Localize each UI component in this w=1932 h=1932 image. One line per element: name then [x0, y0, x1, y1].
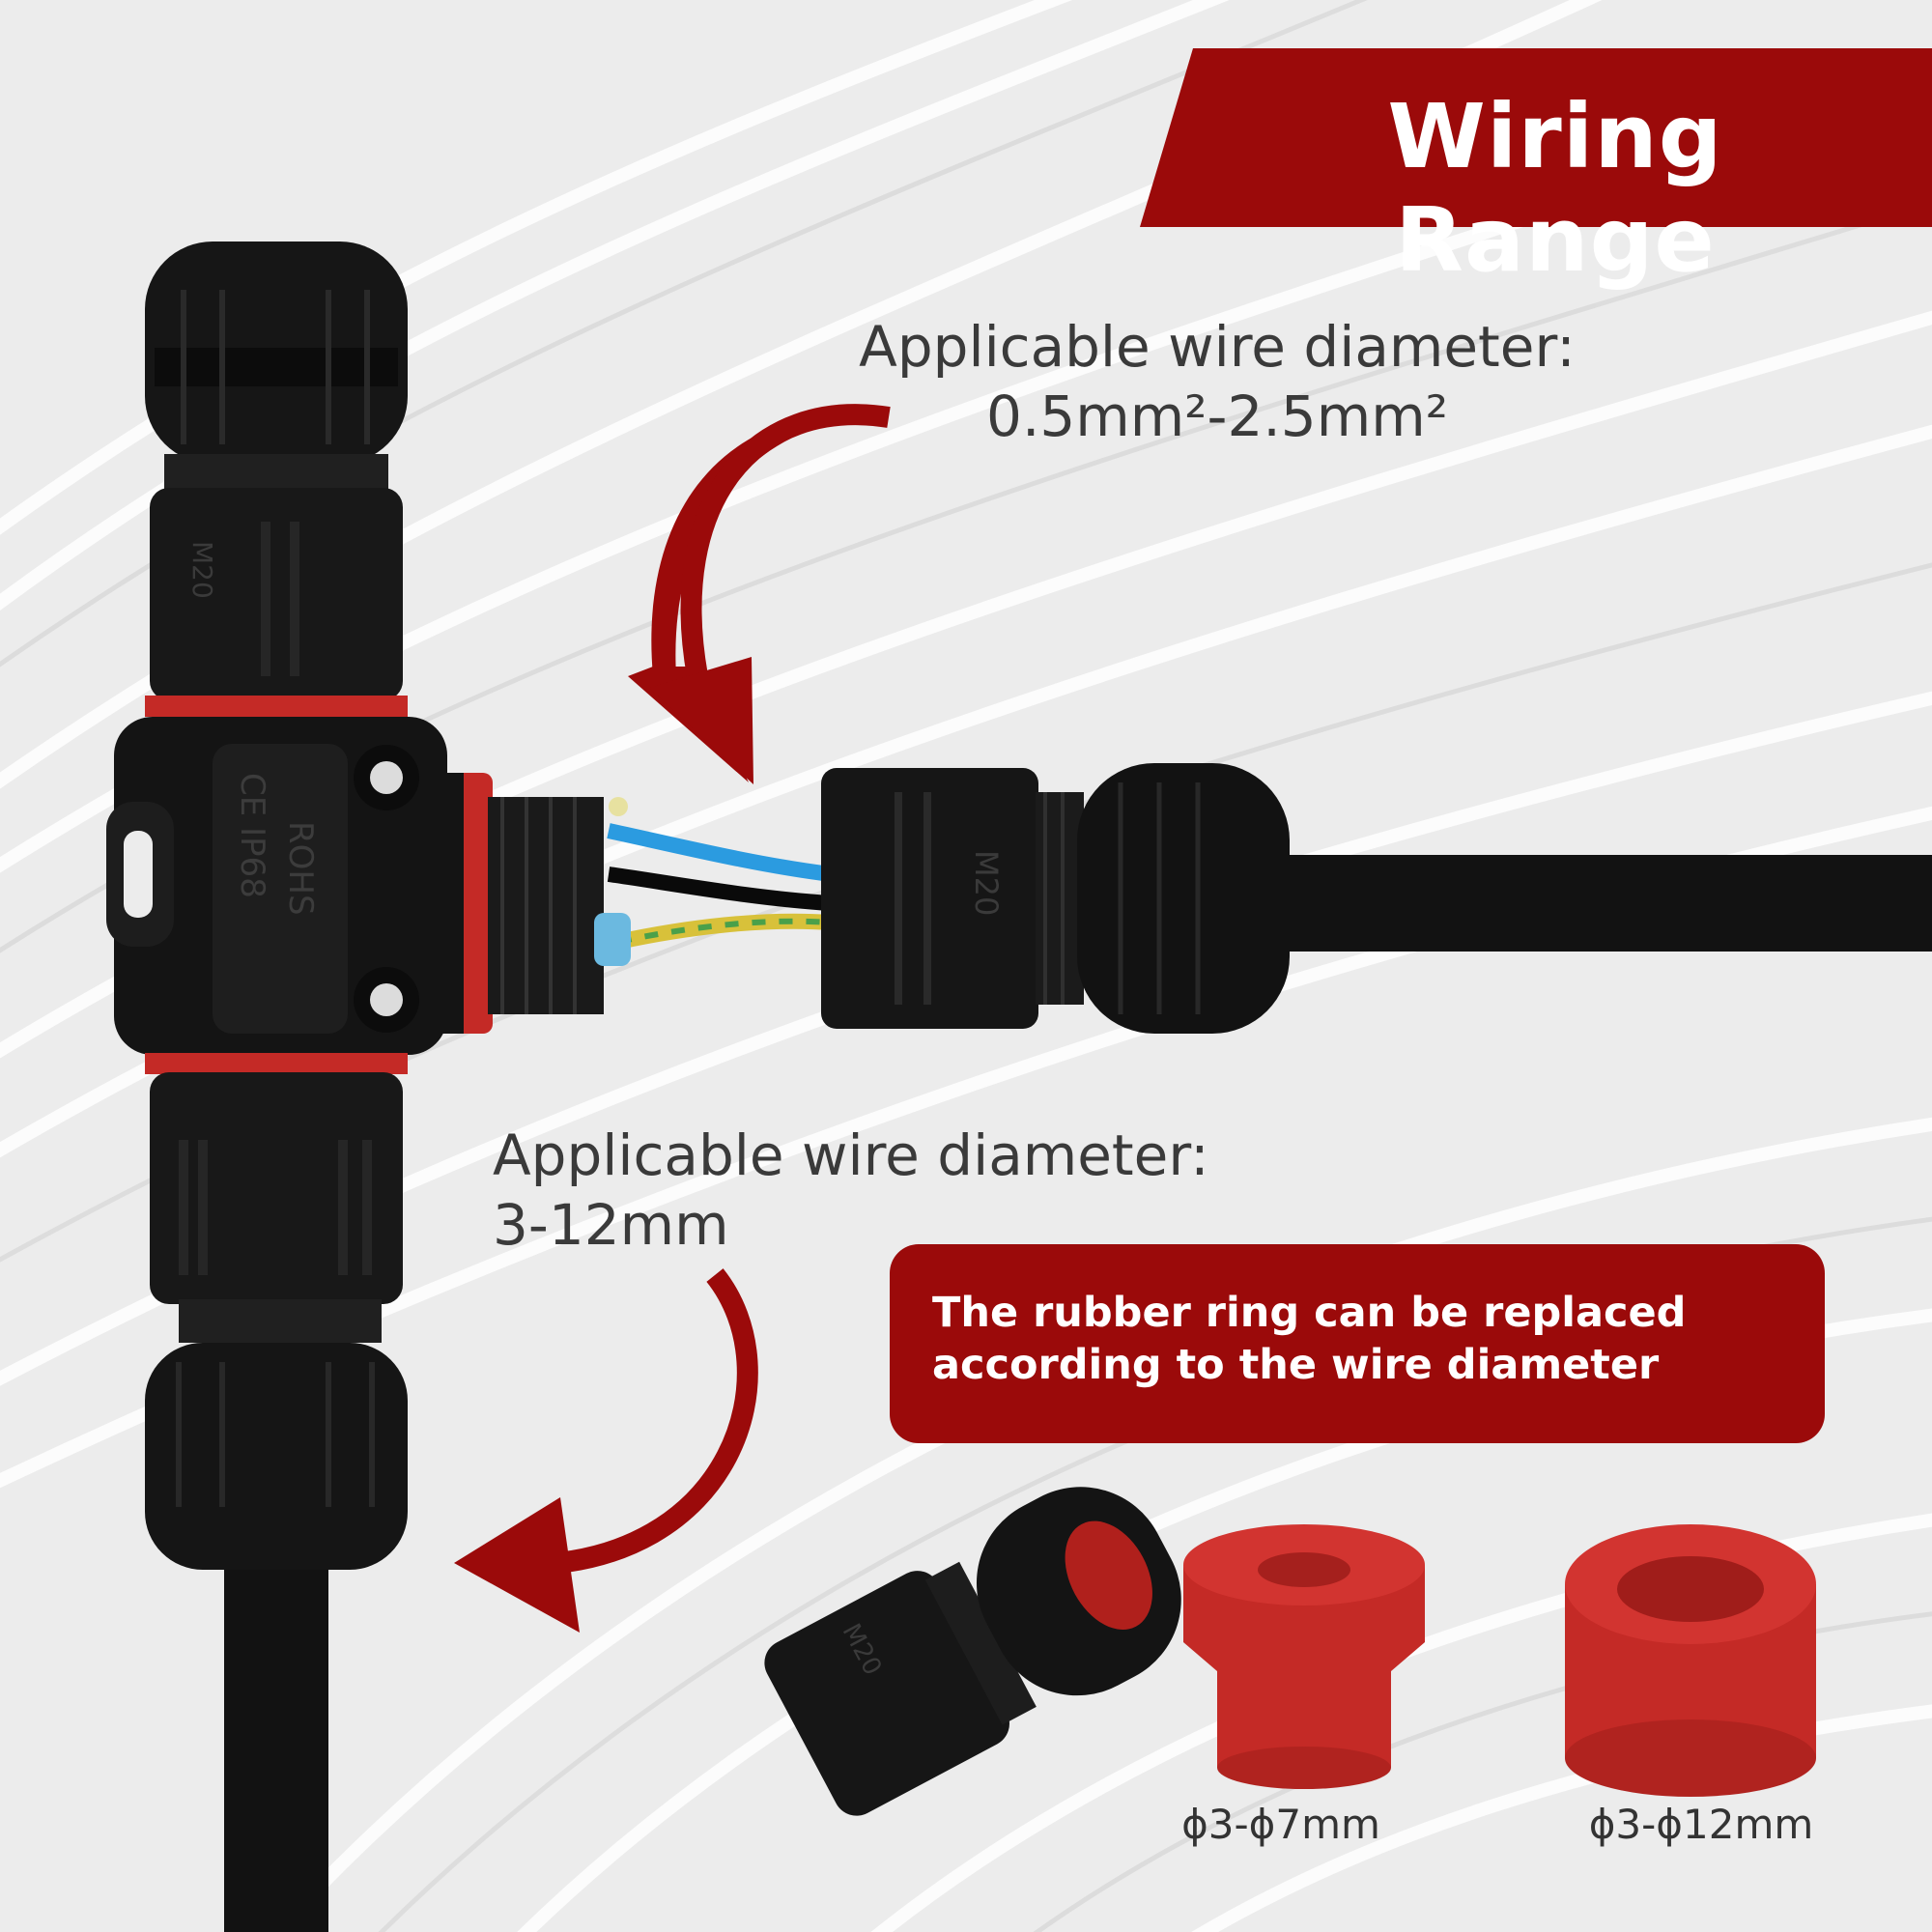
marking-m20-right: M20 — [968, 850, 1005, 916]
red-seal-upper — [145, 696, 408, 717]
right-gland: M20 — [821, 763, 1290, 1034]
ring-replacement-note: The rubber ring can be replaced accordin… — [890, 1244, 1825, 1443]
bottom-gland-cap — [145, 1343, 408, 1570]
ring-large — [1565, 1524, 1816, 1797]
wire-spec-bottom-heading: Applicable wire diameter: — [493, 1122, 1209, 1188]
ring-small — [1183, 1524, 1425, 1789]
wire-spec-bottom: Applicable wire diameter: 3-12mm — [493, 1121, 1265, 1260]
note-text: The rubber ring can be replaced accordin… — [932, 1289, 1687, 1389]
banner-title: Wiring Range — [1387, 85, 1723, 292]
wire-spec-top-heading: Applicable wire diameter: — [859, 314, 1576, 380]
wire-spec-bottom-value: 3-12mm — [493, 1192, 729, 1258]
marking-rohs: ROHS — [281, 821, 320, 916]
ring-small-label: ɸ3-ɸ7mm — [1181, 1801, 1380, 1848]
wire-spec-top-value: 0.5mm²-2.5mm² — [986, 384, 1448, 449]
exposed-wires — [594, 797, 832, 966]
arrow-top-icon — [628, 412, 889, 782]
small-gland: M20 — [764, 1487, 1181, 1816]
right-cable — [1265, 855, 1932, 952]
top-gland-cap — [145, 242, 408, 493]
red-seal-lower — [145, 1053, 408, 1074]
marking-m20-top: M20 — [186, 541, 218, 599]
t-body-upper — [150, 488, 403, 700]
ring-large-label: ɸ3-ɸ12mm — [1588, 1801, 1814, 1848]
marking-ip68: CE IP68 — [233, 773, 271, 898]
bottom-cable — [224, 1546, 328, 1932]
side-thread — [488, 797, 604, 1014]
wire-spec-top: Applicable wire diameter: 0.5mm²-2.5mm² — [840, 312, 1594, 451]
banner-shape — [1140, 48, 1932, 227]
